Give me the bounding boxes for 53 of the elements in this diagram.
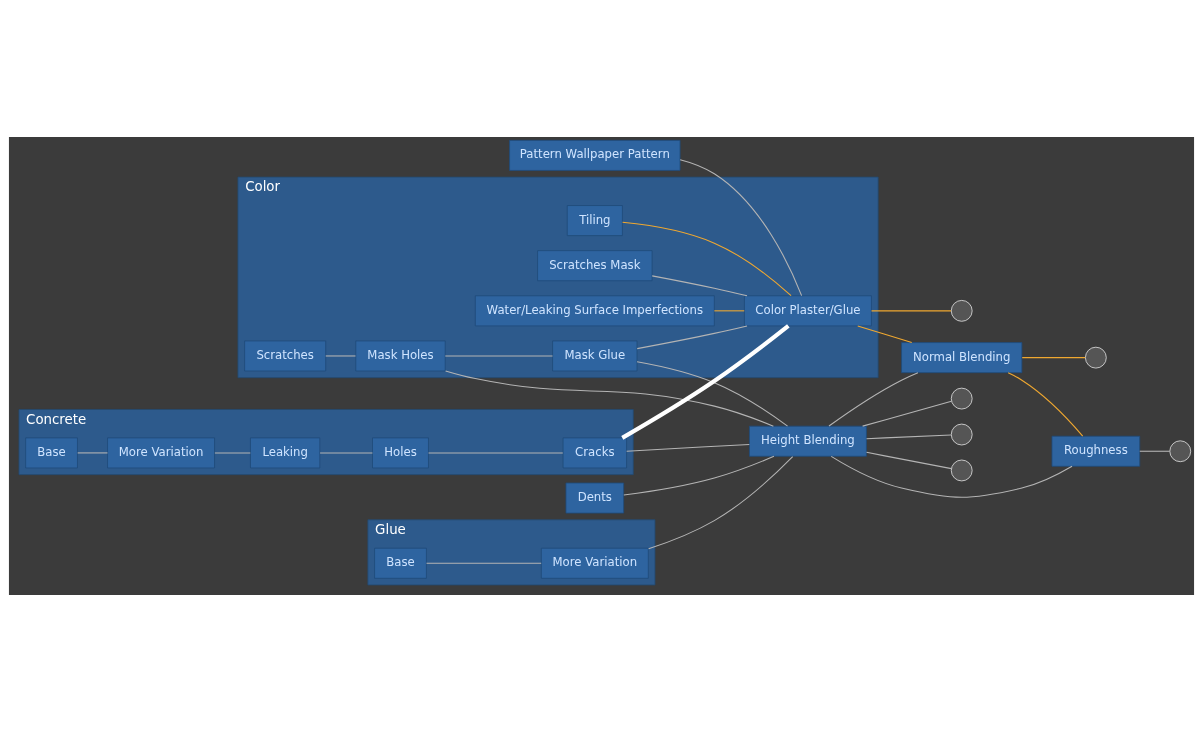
connector (425, 562, 542, 564)
node-box: Tiling (566, 204, 623, 236)
node-box: Roughness (1051, 435, 1141, 467)
connector (623, 455, 775, 496)
connector (865, 451, 952, 469)
connector (651, 274, 748, 296)
node-box: Base (25, 436, 78, 468)
connector (857, 324, 913, 343)
connector (865, 433, 952, 439)
connector (636, 360, 789, 427)
node-box: More Variation (107, 436, 215, 468)
connector (830, 455, 1073, 498)
connector (648, 455, 794, 549)
connector (622, 221, 792, 296)
node-box: Normal Blending (901, 341, 1023, 373)
connector (445, 369, 774, 427)
node-box: Holes (372, 436, 429, 468)
node-box: Dents (565, 482, 625, 513)
node-box: Leaking (250, 436, 321, 468)
connector (636, 324, 748, 349)
connector (1139, 450, 1171, 452)
connector (214, 451, 251, 453)
connector (626, 443, 750, 452)
connector (1021, 356, 1086, 358)
node-box: Height Blending (749, 425, 867, 457)
node-box: More Variation (540, 547, 649, 579)
node-box: Pattern Wallpaper Pattern (509, 139, 681, 171)
connector (77, 451, 109, 453)
node-box: Cracks (562, 436, 627, 468)
node-box: Base (374, 547, 427, 579)
connector (325, 354, 356, 356)
connector (828, 371, 919, 427)
connector (319, 451, 373, 453)
node-circle (1085, 346, 1107, 368)
connector (621, 323, 790, 440)
node-box: Scratches (244, 340, 327, 371)
node-box: Scratches Mask (537, 249, 653, 281)
node-circle (950, 387, 973, 409)
connector (428, 451, 564, 453)
connector (1007, 371, 1084, 437)
node-box: Mask Holes (355, 340, 446, 371)
connector (862, 400, 952, 427)
connector (679, 158, 803, 296)
node-box: Color Plaster/Glue (744, 294, 872, 326)
node-circle (1169, 439, 1192, 462)
connector (870, 309, 952, 311)
node-circle (950, 423, 973, 445)
connector (444, 354, 554, 356)
node-box: Mask Glue (552, 340, 638, 371)
connector (713, 309, 745, 311)
node-circle (950, 459, 973, 481)
node-circle (950, 299, 973, 322)
node-box: Water/Leaking Surface Imperfections (474, 294, 715, 326)
